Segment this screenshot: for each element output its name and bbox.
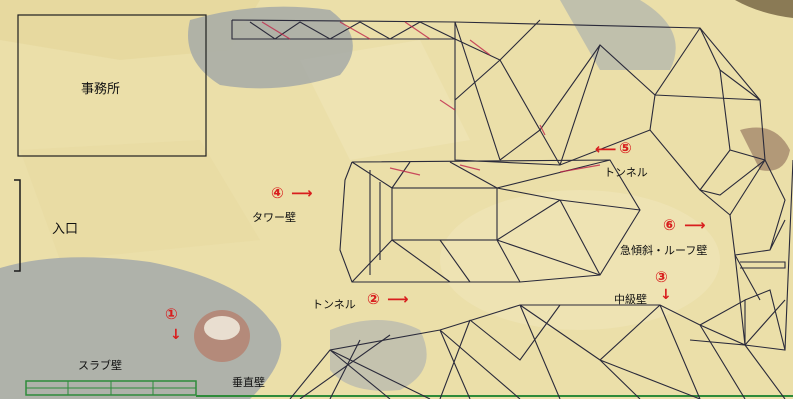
wall-3-number: ③ — [655, 268, 668, 286]
arrow-down-icon: ↓ — [660, 287, 672, 303]
wall-wireframe — [231, 19, 793, 399]
wall-1-number: ① — [165, 305, 178, 323]
wall-4-label: タワー壁 — [252, 211, 296, 224]
wall-2-number: ② — [367, 290, 380, 308]
arrow-right-icon: ⟶ — [291, 184, 313, 202]
office-boundary — [17, 14, 207, 157]
entrance-bracket — [14, 179, 21, 272]
wall-6-number: ⑥ — [663, 216, 676, 234]
wall-3-label: 中級壁 — [614, 293, 647, 306]
wall-4-number: ④ — [271, 184, 284, 202]
office-label: 事務所 — [81, 82, 121, 97]
wall-6-label: 急傾斜・ルーフ壁 — [620, 244, 708, 257]
arrow-left-icon: ⟵ — [595, 140, 617, 158]
wall-5-label: トンネル — [604, 166, 648, 179]
arrow-right-icon: ⟶ — [387, 290, 409, 308]
arrow-right-icon: ⟶ — [684, 216, 706, 234]
boulder-rock — [188, 6, 353, 89]
wall-2-label: トンネル — [312, 298, 356, 311]
arrow-down-icon: ↓ — [170, 327, 182, 343]
slab-wall-label: スラブ壁 — [78, 359, 122, 372]
boulder-rock — [0, 257, 282, 399]
wall-5-number: ⑤ — [619, 139, 632, 157]
vertical-wall-label: 垂直壁 — [232, 376, 265, 389]
entrance-label: 入口 — [52, 222, 79, 237]
